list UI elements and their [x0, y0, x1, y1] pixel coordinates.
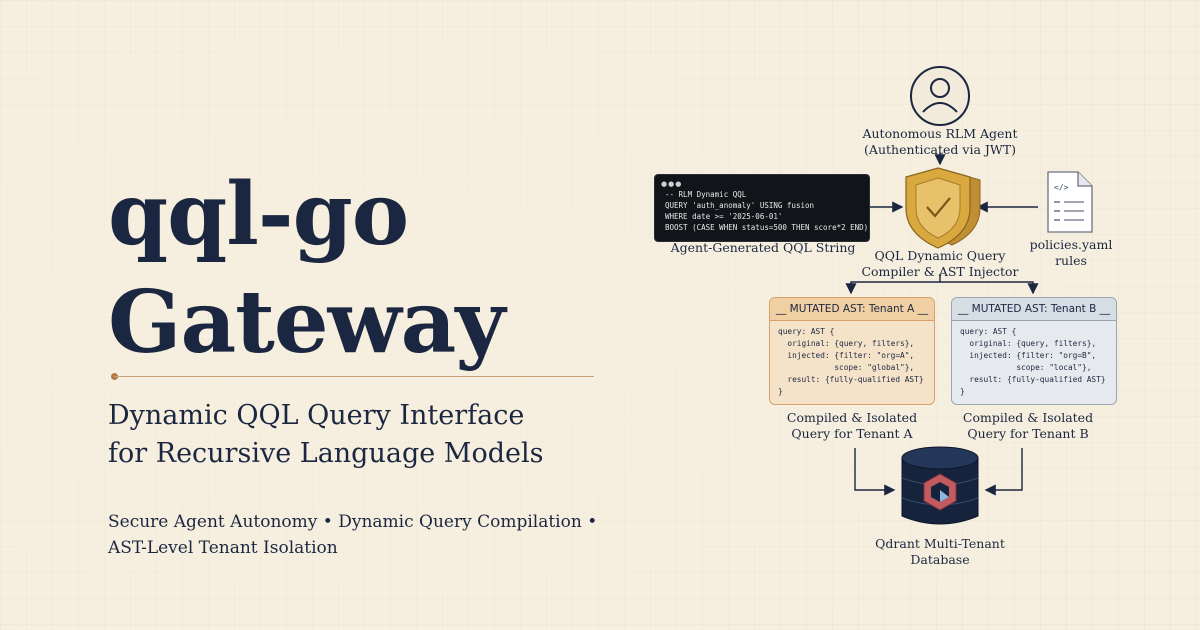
- code-line: injected: {filter: "org=A",: [778, 351, 915, 360]
- code-line: original: {query, filters},: [960, 339, 1097, 348]
- tenant-b-ast-card: __ MUTATED AST: Tenant B __ query: AST {…: [951, 297, 1117, 405]
- code-line: query: AST {: [960, 327, 1017, 336]
- terminal-line: QUERY 'auth_anomaly' USING fusion: [665, 201, 815, 210]
- code-line: result: {fully-qualified AST}: [960, 375, 1106, 384]
- subtitle-line-2: for Recursive Language Models: [108, 438, 544, 469]
- code-line: injected: {filter: "org=B",: [960, 351, 1097, 360]
- subtitle-line-1: Dynamic QQL Query Interface: [108, 400, 525, 431]
- policies-label: policies.yaml rules: [1029, 237, 1113, 268]
- database-label: Qdrant Multi-Tenant Database: [875, 536, 1005, 567]
- qql-terminal: ●●● -- RLM Dynamic QQL QUERY 'auth_anoma…: [654, 174, 870, 242]
- user-icon: [910, 66, 970, 126]
- diagram-connectors: </>: [845, 66, 1093, 525]
- terminal-line: BOOST (CASE WHEN status=500 THEN score*2…: [665, 223, 869, 232]
- divider-line: [114, 376, 594, 377]
- arrow-tenant-b-to-db: [984, 448, 1023, 496]
- code-line: scope: "local"},: [960, 363, 1092, 372]
- code-line: scope: "global"},: [778, 363, 915, 372]
- terminal-line: WHERE date >= '2025-06-01': [665, 212, 783, 221]
- agent-label: Autonomous RLM Agent (Authenticated via …: [862, 126, 1018, 157]
- arrow-compiler-to-tenant-a: [845, 274, 941, 295]
- shield-icon: [905, 167, 981, 249]
- tenant-b-label: Compiled & Isolated Query for Tenant B: [962, 410, 1094, 441]
- tagline-line-2: AST-Level Tenant Isolation: [108, 538, 338, 558]
- tenant-b-ast-header: __ MUTATED AST: Tenant B __: [952, 298, 1116, 321]
- terminal-line: -- RLM Dynamic QQL: [665, 190, 747, 199]
- arrow-compiler-to-tenant-b: [940, 281, 1039, 295]
- tenant-a-ast-card: __ MUTATED AST: Tenant A __ query: AST {…: [769, 297, 935, 405]
- code-line: query: AST {: [778, 327, 835, 336]
- tagline-line-1: Secure Agent Autonomy • Dynamic Query Co…: [108, 512, 598, 532]
- code-line: }: [778, 387, 783, 396]
- title-line-2: Gateway: [108, 272, 505, 373]
- code-line: original: {query, filters},: [778, 339, 915, 348]
- architecture-diagram: </> Autonomous RLM Agent (Authe: [640, 60, 1180, 580]
- query-string-label: Agent-Generated QQL String: [670, 240, 856, 255]
- code-line: }: [960, 387, 965, 396]
- arrow-tenant-a-to-db: [854, 448, 896, 496]
- code-file-icon: </>: [1047, 171, 1093, 233]
- code-line: result: {fully-qualified AST}: [778, 375, 924, 384]
- tenant-a-ast-header: __ MUTATED AST: Tenant A __: [770, 298, 934, 321]
- svg-text:</>: </>: [1054, 183, 1069, 192]
- terminal-dots: ●●●: [661, 180, 683, 188]
- compiler-label: QQL Dynamic Query Compiler & AST Injecto…: [861, 248, 1019, 279]
- database-icon: [901, 446, 979, 525]
- tenant-a-label: Compiled & Isolated Query for Tenant A: [786, 410, 918, 441]
- title-line-1: qql-go: [108, 164, 409, 265]
